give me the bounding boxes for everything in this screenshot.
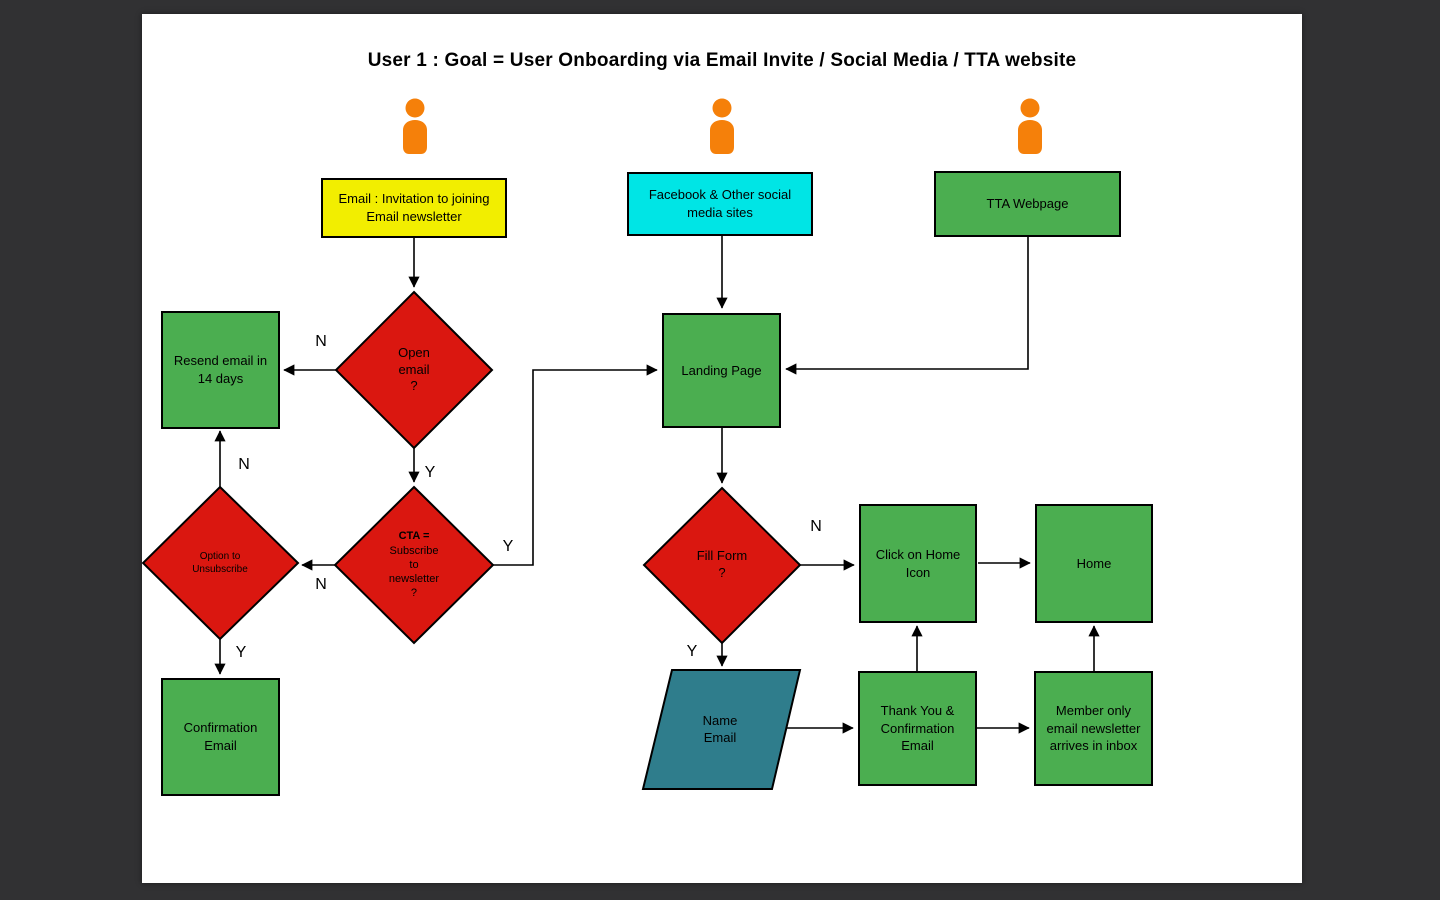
node-landing-page: Landing Page bbox=[662, 313, 781, 428]
node-resend-email: Resend email in 14 days bbox=[161, 311, 280, 429]
edge-label-cta-yes: Y bbox=[502, 538, 514, 555]
node-thank-you: Thank You & Confirmation Email bbox=[858, 671, 977, 786]
node-click-home-icon: Click on Home Icon bbox=[859, 504, 977, 623]
edge-label-fill-yes: Y bbox=[686, 643, 698, 660]
edge-label-open-no: N bbox=[315, 333, 327, 350]
edge-label-fill-no: N bbox=[810, 518, 822, 535]
decision-open-email-shape bbox=[334, 290, 494, 450]
node-member-newsletter: Member only email newsletter arrives in … bbox=[1034, 671, 1153, 786]
edge-label-unsub-yes: Y bbox=[235, 644, 247, 661]
person-icon bbox=[710, 98, 734, 154]
edge-cta-yes-landing bbox=[493, 364, 658, 566]
decision-unsubscribe-shape bbox=[142, 485, 300, 641]
node-tta-webpage: TTA Webpage bbox=[934, 171, 1121, 237]
edge-label-unsub-no: N bbox=[238, 456, 250, 473]
flowchart-canvas: User 1 : Goal = User Onboarding via Emai… bbox=[142, 14, 1302, 883]
decision-fill-form-shape bbox=[642, 486, 802, 645]
decision-cta-subscribe-shape bbox=[333, 485, 495, 645]
io-name-email-shape bbox=[641, 669, 802, 790]
node-email-invite: Email : Invitation to joining Email news… bbox=[321, 178, 507, 238]
diagram-title: User 1 : Goal = User Onboarding via Emai… bbox=[367, 50, 1077, 71]
person-icon bbox=[403, 98, 427, 154]
node-social-media: Facebook & Other social media sites bbox=[627, 172, 813, 236]
node-confirmation-email: Confirmation Email bbox=[161, 678, 280, 796]
edge-label-open-yes: Y bbox=[424, 464, 436, 481]
node-home: Home bbox=[1035, 504, 1153, 623]
person-icon bbox=[1018, 98, 1042, 154]
edge-label-cta-no: N bbox=[315, 576, 327, 593]
edge-tta-to-landing bbox=[785, 237, 1029, 375]
connector-layer bbox=[142, 236, 1100, 790]
